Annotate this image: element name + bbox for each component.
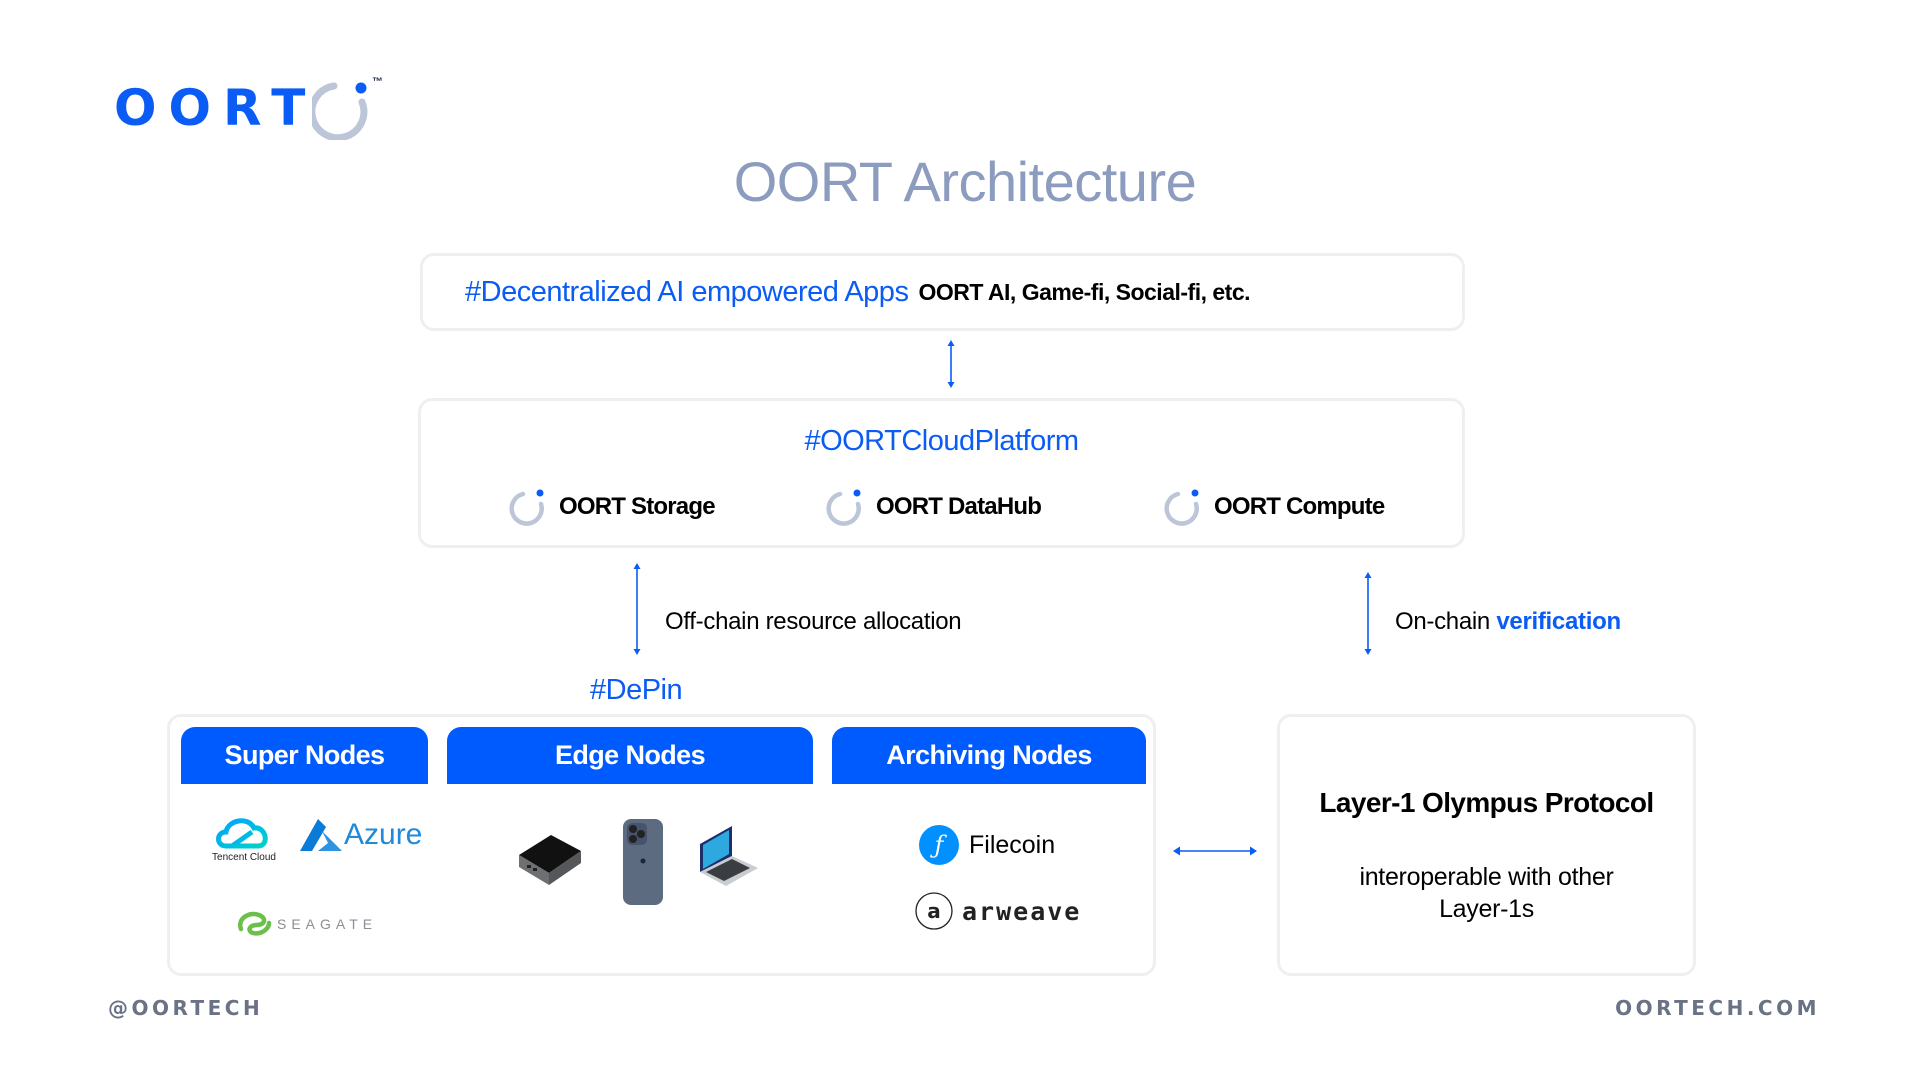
seagate-wordmark: SEAGATE — [277, 916, 378, 932]
arweave-icon: a — [915, 892, 953, 930]
smartphone-icon — [623, 819, 663, 905]
platform-item-compute: OORT Compute — [1164, 487, 1385, 527]
svg-text:a: a — [927, 899, 941, 923]
cloud-platform-tag: #OORTCloudPlatform — [804, 425, 1079, 457]
arweave-wordmark: arweave — [962, 896, 1082, 926]
filecoin-logo: ƒ Filecoin — [919, 825, 1055, 865]
oort-logo-wordmark: OORT — [114, 79, 318, 137]
footer-website[interactable]: OORTECH.COM — [1615, 996, 1820, 1020]
seagate-icon — [237, 911, 272, 936]
double-arrow-horizontal-icon — [1173, 846, 1257, 856]
apps-layer-box: #Decentralized AI empowered Apps OORT AI… — [420, 253, 1465, 331]
page-title: OORT Architecture — [733, 150, 1197, 213]
platform-item-label: OORT Storage — [559, 493, 716, 520]
filecoin-icon: ƒ — [919, 825, 959, 865]
layer1-description: interoperable with other Layer-1s — [1280, 861, 1693, 925]
platform-item-storage: OORT Storage — [509, 487, 716, 527]
double-arrow-vertical-icon — [947, 340, 955, 388]
apps-layer-tag: #Decentralized AI empowered Apps — [465, 275, 909, 308]
platform-item-datahub: OORT DataHub — [826, 487, 1042, 527]
oort-ring-icon — [1164, 489, 1199, 526]
platform-item-label: OORT DataHub — [876, 493, 1042, 520]
azure-logo: Azure — [298, 817, 422, 853]
cloud-platform-box: #OORTCloudPlatform OORT Storage OORT Dat… — [418, 398, 1465, 548]
svg-text:ƒ: ƒ — [930, 831, 948, 859]
footer-handle: @OORTECH — [108, 996, 264, 1020]
archiving-nodes-header: Archiving Nodes — [832, 727, 1146, 784]
azure-icon — [300, 819, 342, 851]
double-arrow-vertical-icon — [1364, 572, 1372, 655]
depin-tag: #DePin — [590, 674, 683, 706]
arweave-logo: a arweave — [914, 891, 1081, 931]
apps-layer-description: OORT AI, Game-fi, Social-fi, etc. — [918, 278, 1250, 305]
filecoin-wordmark: Filecoin — [969, 830, 1056, 859]
off-chain-label: Off-chain resource allocation — [665, 608, 962, 635]
seagate-logo: SEAGATE — [235, 907, 377, 941]
super-nodes-header: Super Nodes — [181, 727, 428, 784]
layer1-box: Layer-1 Olympus Protocol interoperable w… — [1277, 714, 1696, 976]
layer1-title: Layer-1 Olympus Protocol — [1319, 787, 1654, 818]
platform-item-label: OORT Compute — [1214, 493, 1385, 520]
depin-box: Super Nodes Tencent Cloud Azure SEAGATE … — [167, 714, 1156, 976]
oort-logo-ring-icon — [312, 82, 368, 140]
tencent-cloud-icon — [216, 818, 268, 849]
azure-wordmark: Azure — [344, 818, 423, 851]
laptop-icon — [700, 826, 758, 886]
layer1-description-line1: interoperable with other — [1359, 863, 1614, 891]
mini-pc-icon — [519, 835, 581, 885]
layer1-description-line2: Layer-1s — [1439, 895, 1534, 923]
tencent-cloud-caption: Tencent Cloud — [212, 852, 276, 863]
on-chain-prefix: On-chain — [1395, 608, 1490, 635]
edge-nodes-header: Edge Nodes — [447, 727, 813, 784]
oort-ring-icon — [509, 489, 544, 526]
tencent-cloud-logo: Tencent Cloud — [204, 812, 284, 872]
oort-ring-icon — [826, 489, 861, 526]
double-arrow-vertical-icon — [633, 563, 641, 655]
on-chain-label: On-chain verification — [1395, 608, 1621, 636]
on-chain-highlight: verification — [1496, 608, 1621, 635]
trademark-symbol: ™ — [372, 76, 383, 88]
